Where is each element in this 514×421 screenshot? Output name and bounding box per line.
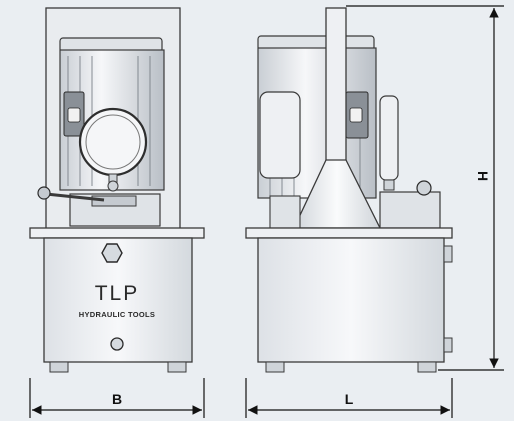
side-motor-base <box>269 195 301 229</box>
side-gauge <box>379 95 399 181</box>
side-fitting-bottom <box>443 337 453 353</box>
side-gauge-stem <box>383 179 395 191</box>
side-valve-block <box>379 191 441 229</box>
dim-l-label: L <box>345 391 354 407</box>
front-valve-plate <box>91 195 137 207</box>
front-filler-cap <box>101 243 123 263</box>
front-gauge-face <box>85 114 141 170</box>
front-switch-icon <box>67 107 81 123</box>
side-lever-knob <box>416 180 432 196</box>
side-foot-right <box>417 361 437 373</box>
front-tank-flange <box>29 227 205 239</box>
brand-tagline: HYDRAULIC TOOLS <box>79 310 155 319</box>
side-tank <box>257 237 445 363</box>
side-tank-flange <box>245 227 453 239</box>
front-foot-right <box>167 361 187 373</box>
dim-h-label: H <box>475 171 491 181</box>
front-lever-arm <box>45 192 105 202</box>
side-foot-left <box>265 361 285 373</box>
front-gauge-joint <box>107 180 119 192</box>
front-drain-plug <box>110 337 124 351</box>
dim-b-label: B <box>112 391 122 407</box>
side-fitting-top <box>443 245 453 263</box>
brand-logo: TLP <box>95 282 140 305</box>
side-switch-icon <box>349 107 363 123</box>
side-motor-panel <box>259 91 301 179</box>
dimension-lines <box>29 5 504 418</box>
front-gauge-ring <box>78 107 148 177</box>
front-lever-knob <box>37 186 51 200</box>
side-view <box>245 7 453 373</box>
front-foot-left <box>49 361 69 373</box>
front-view: TLP HYDRAULIC TOOLS <box>29 7 205 373</box>
